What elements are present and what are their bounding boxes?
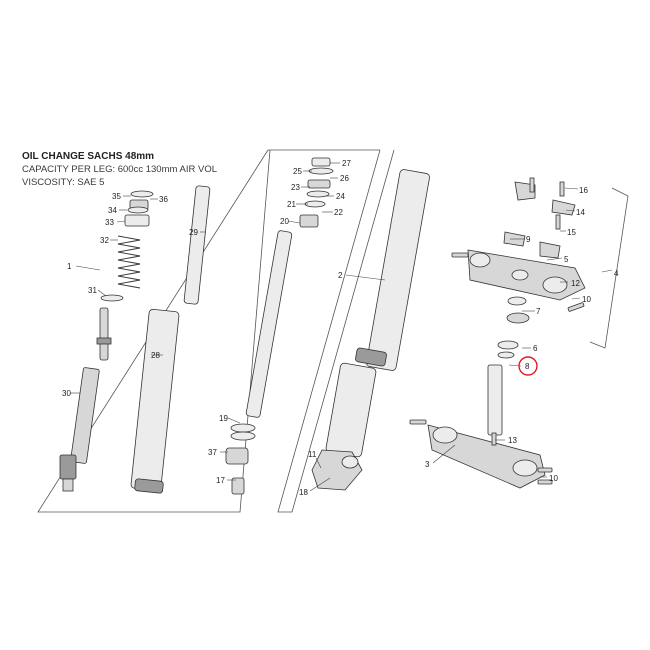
highlight-circle (518, 356, 538, 376)
callout-1: 1 (67, 262, 72, 271)
callout-22: 22 (334, 208, 343, 217)
lower-triple-clamp (409, 419, 553, 489)
callout-2: 2 (338, 271, 343, 280)
callout-13: 13 (508, 436, 517, 445)
callout-28: 28 (151, 351, 160, 360)
clamp-caps (503, 177, 576, 259)
callout-19: 19 (219, 414, 228, 423)
callout-14: 14 (576, 208, 585, 217)
callout-34: 34 (108, 206, 117, 215)
callout-35: 35 (112, 192, 121, 201)
callout-37: 37 (208, 448, 217, 457)
callout-17: 17 (216, 476, 225, 485)
callout-29: 29 (189, 228, 198, 237)
callout-4: 4 (614, 269, 619, 278)
fork-leg-2 (311, 169, 430, 491)
callout-9: 9 (526, 235, 531, 244)
leader-lines (70, 162, 613, 492)
callout-18: 18 (299, 488, 308, 497)
lower-leg-group-frame (277, 149, 395, 513)
callout-27: 27 (342, 159, 351, 168)
capacity-note: CAPACITY PER LEG: 600cc 130mm AIR VOL (22, 164, 218, 175)
damper-rod-group (225, 157, 334, 495)
callout-26: 26 (340, 174, 349, 183)
inner-tube-29 (183, 185, 211, 305)
callout-23: 23 (291, 183, 300, 192)
callout-3: 3 (425, 460, 430, 469)
callout-15: 15 (567, 228, 576, 237)
callouts: 1 2 3 4 5 6 7 8 9 10 10 11 12 13 14 15 1… (62, 159, 619, 497)
callout-5: 5 (564, 255, 569, 264)
diagram-title: OIL CHANGE SACHS 48mm (22, 151, 155, 162)
callout-10-lower: 10 (549, 474, 558, 483)
cartridge-assembly (59, 190, 154, 492)
steering-stem (487, 296, 530, 436)
callout-31: 31 (88, 286, 97, 295)
upper-triple-clamp (451, 249, 586, 312)
triple-clamp-bracket (589, 187, 629, 349)
callout-11: 11 (308, 450, 317, 459)
callout-33: 33 (105, 218, 114, 227)
callout-32: 32 (100, 236, 109, 245)
callout-36: 36 (159, 195, 168, 204)
callout-24: 24 (336, 192, 345, 201)
callout-8: 8 (525, 362, 530, 371)
callout-12: 12 (571, 279, 580, 288)
callout-10-upper: 10 (582, 295, 591, 304)
callout-20: 20 (280, 217, 289, 226)
viscosity-note: VISCOSITY: SAE 5 (22, 177, 105, 188)
callout-21: 21 (287, 200, 296, 209)
callout-6: 6 (533, 344, 538, 353)
callout-7: 7 (536, 307, 541, 316)
outer-tube-28 (130, 308, 180, 492)
callout-16: 16 (579, 186, 588, 195)
callout-30: 30 (62, 389, 71, 398)
callout-25: 25 (293, 167, 302, 176)
